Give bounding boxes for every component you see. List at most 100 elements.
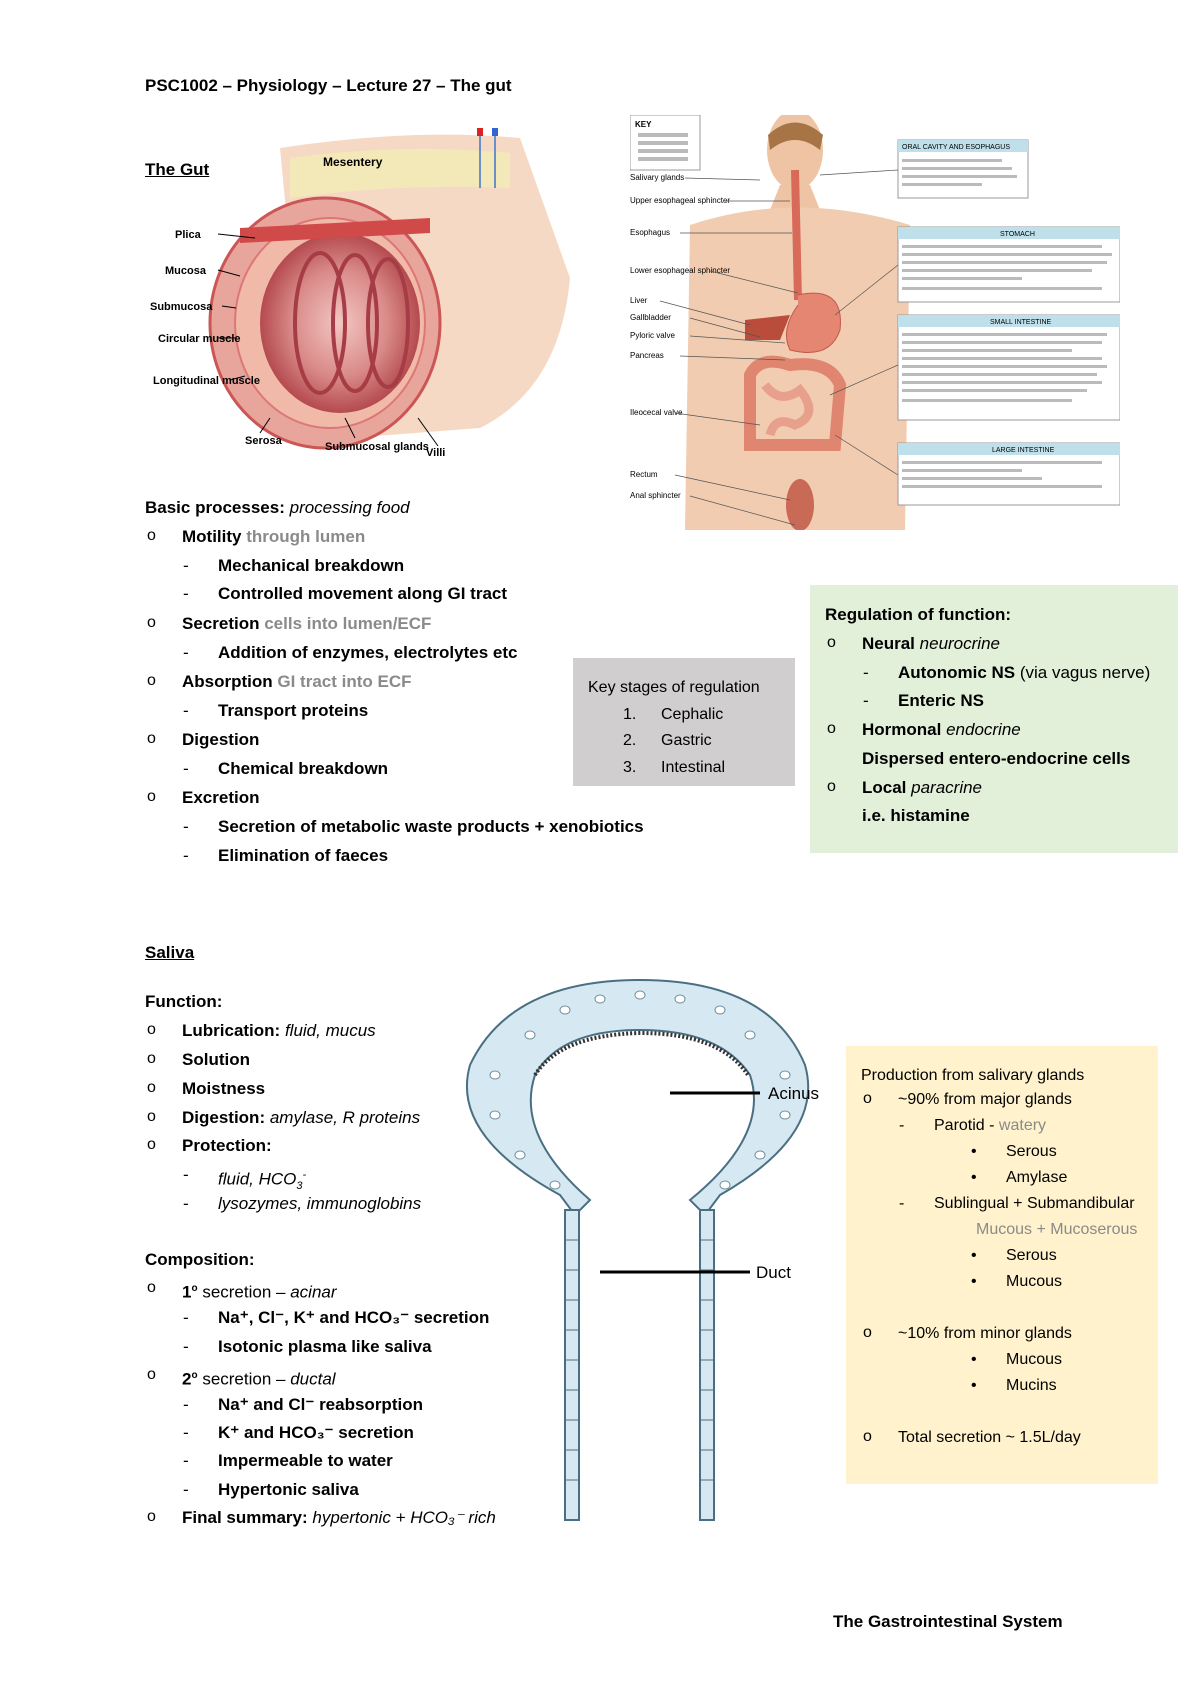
label-salivary-glands: Salivary glands bbox=[630, 173, 684, 182]
regulation-neural-label: Neural bbox=[862, 634, 915, 653]
superscript: - bbox=[302, 1169, 307, 1181]
function-item: Protection: bbox=[182, 1136, 272, 1155]
bullet-icon: o bbox=[147, 614, 156, 631]
composition-item: Na⁺, Cl⁻, K⁺ and HCO₃⁻ secretion bbox=[218, 1308, 490, 1327]
dot-icon: • bbox=[971, 1351, 977, 1368]
dot-icon: • bbox=[971, 1143, 977, 1160]
production-box: Production from salivary glands o ~90% f… bbox=[846, 1046, 1158, 1484]
label-circular-muscle: Circular muscle bbox=[158, 333, 241, 345]
production-item: Mucins bbox=[1006, 1377, 1057, 1394]
label-lower-sphincter: Lower esophageal sphincter bbox=[630, 266, 730, 275]
key-stage-item: Cephalic bbox=[661, 706, 724, 723]
composition-secondary: 2o secretion – ductal bbox=[182, 1366, 336, 1390]
key-stage-number: 2. bbox=[623, 732, 637, 749]
dash-icon: - bbox=[183, 1165, 189, 1184]
key-label: KEY bbox=[635, 120, 652, 129]
basic-processes-emphasis: processing food bbox=[289, 498, 410, 517]
regulation-local-label: Local bbox=[862, 778, 907, 797]
bullet-icon: o bbox=[147, 1050, 156, 1067]
bullet-icon: o bbox=[147, 1079, 156, 1096]
bullet-icon: o bbox=[147, 1366, 156, 1383]
box-small-intestine: SMALL INTESTINE bbox=[990, 319, 1052, 326]
production-title: Production from salivary glands bbox=[861, 1067, 1085, 1084]
label-plica: Plica bbox=[175, 229, 202, 241]
process-secretion-note: cells into lumen/ECF bbox=[264, 614, 432, 633]
function-item-label: Digestion: bbox=[182, 1108, 266, 1127]
dash-icon: - bbox=[183, 1395, 189, 1414]
regulation-hormonal-item: Dispersed entero-endocrine cells bbox=[862, 749, 1131, 768]
bullet-icon: o bbox=[147, 527, 156, 544]
dash-icon: - bbox=[899, 1117, 905, 1134]
label-longitudinal-muscle: Longitudinal muscle bbox=[153, 375, 260, 387]
bullet-icon: o bbox=[863, 1090, 872, 1107]
basic-processes-label: Basic processes: bbox=[145, 498, 285, 517]
regulation-box: Regulation of function: o Neural neurocr… bbox=[810, 585, 1178, 853]
label-esophagus: Esophagus bbox=[630, 228, 670, 237]
production-item: Mucous bbox=[1006, 1351, 1063, 1368]
section-heading-gut: The Gut bbox=[145, 160, 210, 179]
composition-primary-label: secretion – bbox=[202, 1282, 286, 1302]
box-large-intestine: LARGE INTESTINE bbox=[992, 447, 1055, 454]
label-gallbladder: Gallbladder bbox=[630, 313, 671, 322]
function-title: Function: bbox=[145, 992, 223, 1011]
section-heading-saliva: Saliva bbox=[145, 943, 195, 962]
bullet-icon: o bbox=[147, 730, 156, 747]
process-absorption-item: Transport proteins bbox=[218, 701, 369, 720]
process-excretion-item: Elimination of faeces bbox=[218, 846, 389, 865]
label-upper-sphincter: Upper esophageal sphincter bbox=[630, 196, 730, 205]
bullet-icon: o bbox=[863, 1324, 872, 1341]
process-secretion-item: Addition of enzymes, electrolytes etc bbox=[218, 643, 518, 662]
regulation-hormonal: Hormonal endocrine bbox=[862, 720, 1021, 740]
digestive-system-figure: KEY Salivary glands Upper esophageal sph… bbox=[630, 115, 1120, 530]
bullet-icon: o bbox=[147, 1021, 156, 1038]
function-item: Moistness bbox=[182, 1079, 266, 1098]
production-sublingual: Sublingual + Submandibular bbox=[934, 1195, 1135, 1212]
production-item: Serous bbox=[1006, 1247, 1057, 1264]
process-motility-item: Mechanical breakdown bbox=[218, 556, 405, 575]
regulation-neural: Neural neurocrine bbox=[862, 634, 1000, 654]
dash-icon: - bbox=[863, 691, 869, 710]
label-pyloric-valve: Pyloric valve bbox=[630, 331, 675, 340]
label-ileocecal-valve: Ileocecal valve bbox=[630, 408, 683, 417]
function-item: Digestion: amylase, R proteins bbox=[182, 1108, 420, 1128]
process-motility-item: Controlled movement along GI tract bbox=[218, 584, 508, 603]
dot-icon: • bbox=[971, 1273, 977, 1290]
function-item-label: Lubrication: bbox=[182, 1021, 281, 1040]
composition-item: Impermeable to water bbox=[218, 1451, 393, 1470]
bullet-icon: o bbox=[147, 1279, 156, 1296]
dash-icon: - bbox=[899, 1195, 905, 1212]
dash-icon: - bbox=[183, 556, 189, 575]
production-major: ~90% from major glands bbox=[898, 1091, 1072, 1108]
dash-icon: - bbox=[183, 701, 189, 720]
bullet-icon: o bbox=[147, 1108, 156, 1125]
production-total: Total secretion ~ 1.5L/day bbox=[898, 1429, 1081, 1446]
composition-primary: 1o secretion – acinar bbox=[182, 1279, 337, 1303]
label-anal-sphincter: Anal sphincter bbox=[630, 491, 681, 500]
dot-icon: • bbox=[971, 1247, 977, 1264]
process-excretion-item: Secretion of metabolic waste products + … bbox=[218, 817, 644, 836]
regulation-neural-item: Enteric NS bbox=[898, 691, 984, 710]
key-stages-box: Key stages of regulation 1. Cephalic 2. … bbox=[573, 658, 795, 786]
dash-icon: - bbox=[183, 1337, 189, 1356]
key-stages-title: Key stages of regulation bbox=[588, 679, 760, 696]
key-stage-item: Intestinal bbox=[661, 759, 726, 776]
composition-item: Isotonic plasma like saliva bbox=[218, 1337, 432, 1356]
final-summary-emphasis: hypertonic + HCO₃⁻ rich bbox=[312, 1508, 496, 1527]
dash-icon: - bbox=[183, 1451, 189, 1470]
production-minor: ~10% from minor glands bbox=[898, 1325, 1072, 1342]
composition-primary-emphasis: acinar bbox=[290, 1282, 337, 1302]
label-villi: Villi bbox=[426, 447, 445, 459]
bullet-icon: o bbox=[827, 778, 836, 795]
dash-icon: - bbox=[183, 584, 189, 603]
intestine-cross-section-figure: Mesentery Plica Mucosa Submucosa Circula… bbox=[150, 128, 570, 459]
label-submucosal-glands: Submucosal glands bbox=[325, 441, 429, 453]
label-serosa: Serosa bbox=[245, 435, 283, 447]
bullet-icon: o bbox=[147, 1136, 156, 1153]
basic-processes-line: Basic processes: processing food bbox=[145, 498, 410, 518]
production-parotid: Parotid - watery bbox=[934, 1116, 1046, 1136]
box-stomach: STOMACH bbox=[1000, 231, 1035, 238]
label-mesentery: Mesentery bbox=[323, 155, 383, 169]
process-motility-note: through lumen bbox=[246, 527, 366, 546]
dash-icon: - bbox=[183, 643, 189, 662]
process-excretion: Excretion bbox=[182, 788, 260, 807]
